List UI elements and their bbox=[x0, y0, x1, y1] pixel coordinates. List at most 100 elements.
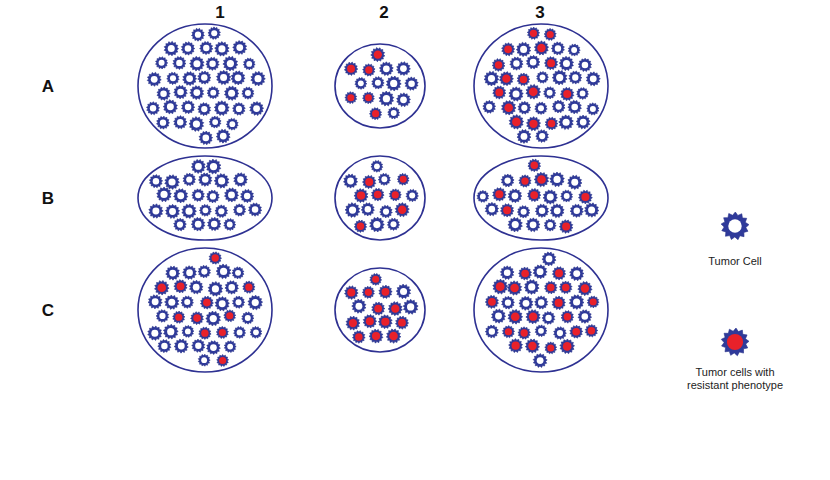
resistant-cell bbox=[389, 189, 401, 201]
tumor-cell bbox=[233, 204, 245, 216]
resistant-cell bbox=[352, 331, 365, 344]
legend-symbol bbox=[721, 328, 749, 356]
resistant-cell bbox=[217, 355, 229, 367]
tumor-cell bbox=[208, 27, 221, 40]
tumor-cell bbox=[181, 42, 194, 56]
resistant-cell bbox=[224, 310, 236, 322]
resistant-cell bbox=[199, 327, 211, 339]
culture-dish bbox=[474, 156, 608, 240]
tumor-cell bbox=[248, 295, 263, 310]
resistant-cell bbox=[534, 172, 549, 187]
tumor-cell bbox=[379, 91, 394, 106]
resistant-cell bbox=[388, 302, 402, 316]
tumor-cell bbox=[215, 205, 228, 218]
tumor-cell bbox=[148, 326, 162, 340]
tumor-cell bbox=[537, 71, 549, 83]
tumor-cell bbox=[397, 93, 411, 107]
tumor-cell bbox=[207, 87, 219, 99]
tumor-cell bbox=[542, 252, 556, 266]
tumor-cell bbox=[243, 58, 255, 70]
resistant-cell bbox=[508, 309, 523, 324]
tumor-cell bbox=[535, 296, 548, 309]
resistant-cell bbox=[395, 316, 408, 329]
tumor-cell bbox=[198, 265, 211, 278]
legend-symbol bbox=[721, 212, 749, 240]
tumor-cell bbox=[198, 354, 210, 366]
tumor-cell bbox=[517, 206, 529, 219]
tumor-cell bbox=[509, 87, 524, 101]
tumor-cell bbox=[559, 115, 574, 130]
resistant-cell bbox=[371, 48, 385, 62]
resistant-cell bbox=[545, 281, 558, 294]
tumor-cell bbox=[559, 56, 573, 70]
resistant-cell bbox=[528, 159, 541, 172]
tumor-cell bbox=[208, 281, 223, 296]
tumor-cell bbox=[182, 325, 194, 337]
resistant-cell bbox=[362, 92, 374, 104]
resistant-cell bbox=[527, 27, 539, 39]
resistant-cell bbox=[570, 325, 583, 338]
resistant-cell bbox=[519, 267, 532, 280]
resistant-cell bbox=[578, 190, 592, 204]
culture-dish bbox=[474, 248, 608, 372]
resistant-cell bbox=[386, 329, 401, 343]
tumor-cell bbox=[570, 266, 584, 280]
resistant-cell bbox=[578, 281, 592, 295]
tumor-cell bbox=[216, 70, 230, 84]
tumor-cell bbox=[146, 102, 159, 115]
row-label: C bbox=[42, 302, 54, 319]
row-label: B bbox=[42, 190, 54, 207]
tumor-cell bbox=[554, 327, 567, 340]
resistant-cell bbox=[502, 43, 515, 56]
tumor-cell bbox=[526, 55, 540, 69]
tumor-cell bbox=[371, 160, 383, 172]
tumor-cell bbox=[578, 310, 592, 324]
resistant-cell bbox=[243, 281, 255, 293]
resistant-cell bbox=[395, 203, 409, 217]
tumor-cell bbox=[224, 188, 238, 202]
resistant-cell bbox=[545, 342, 557, 354]
tumor-cell bbox=[568, 44, 580, 56]
tumor-cell bbox=[240, 189, 253, 202]
column-label: 3 bbox=[535, 4, 544, 21]
tumor-cell bbox=[163, 100, 177, 114]
tumor-cell bbox=[552, 70, 567, 85]
tumor-cell bbox=[380, 205, 393, 218]
tumor-cell bbox=[215, 296, 229, 310]
tumor-cell bbox=[206, 190, 219, 203]
tumor-cell bbox=[232, 267, 244, 279]
resistant-cell bbox=[528, 188, 541, 201]
tumor-cell bbox=[370, 217, 385, 232]
tumor-cell bbox=[570, 204, 583, 217]
resistant-cell bbox=[363, 64, 375, 76]
tumor-cell bbox=[214, 173, 229, 188]
tumor-cell bbox=[232, 296, 244, 308]
tumor-cell bbox=[397, 62, 411, 76]
column-label: 2 bbox=[379, 4, 388, 21]
tumor-cell bbox=[232, 102, 245, 115]
tumor-cell bbox=[552, 100, 565, 113]
tumor-cell bbox=[190, 56, 205, 71]
tumor-cell bbox=[568, 100, 582, 114]
tumor-cell bbox=[248, 203, 261, 216]
tumor-cell bbox=[215, 42, 230, 57]
tumor-cell bbox=[192, 339, 205, 352]
tumor-cell bbox=[485, 325, 498, 338]
tumor-cell bbox=[208, 217, 222, 231]
tumor-cell bbox=[518, 101, 531, 114]
resistant-cell bbox=[346, 316, 360, 330]
tumor-cell bbox=[561, 190, 573, 202]
resistant-cell bbox=[545, 117, 558, 130]
tumor-cell bbox=[226, 118, 238, 130]
tumor-cell bbox=[516, 42, 530, 57]
tumor-cell bbox=[536, 130, 549, 143]
tumor-cell bbox=[388, 107, 400, 119]
tumor-cell bbox=[535, 325, 547, 337]
tumor-cell bbox=[550, 204, 564, 218]
culture-dish bbox=[335, 268, 425, 352]
resistant-cell bbox=[354, 189, 368, 203]
resistant-cell bbox=[526, 117, 540, 131]
tumor-cell bbox=[183, 173, 196, 186]
